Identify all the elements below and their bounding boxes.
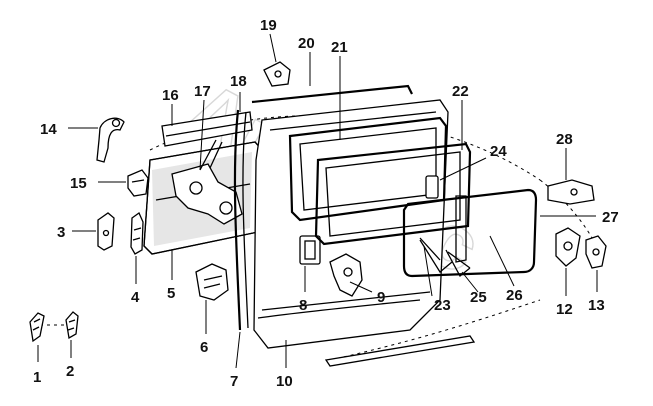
part-8-door-handle — [299, 235, 321, 265]
callout-5: 5 — [167, 285, 175, 302]
callout-12: 12 — [556, 301, 573, 318]
part-25-lift-channel — [445, 249, 471, 277]
part-26-window-glass — [402, 188, 538, 278]
callout-14: 14 — [40, 121, 57, 138]
callout-16: 16 — [162, 87, 179, 104]
callout-4: 4 — [131, 289, 140, 306]
callout-21: 21 — [331, 39, 348, 56]
callout-24: 24 — [490, 143, 507, 160]
callout-9: 9 — [377, 289, 385, 306]
callout-17: 17 — [194, 83, 211, 100]
leader-lines — [37, 33, 598, 369]
callout-26: 26 — [506, 287, 523, 304]
callout-7: 7 — [230, 373, 238, 390]
part-4-hinge — [130, 212, 144, 255]
callout-13: 13 — [588, 297, 605, 314]
part-19-clip — [263, 61, 291, 87]
callout-10: 10 — [276, 373, 293, 390]
part-17-window-regulator — [171, 139, 243, 225]
part-12-lock — [555, 227, 581, 267]
part-20-seal-strip — [251, 84, 413, 104]
part-1-hinge-pin — [29, 312, 45, 343]
callout-18: 18 — [230, 73, 247, 90]
part-28-striker — [547, 179, 595, 205]
bottom-sill-strip — [324, 335, 476, 367]
part-6-lock-bracket — [195, 263, 229, 301]
part-3-hinge — [97, 212, 115, 251]
callout-1: 1 — [33, 369, 41, 386]
part-9-lock-mechanism — [329, 253, 363, 297]
part-14-check-strap — [96, 117, 125, 163]
callout-3: 3 — [57, 224, 65, 241]
part-23-lift-channel — [419, 239, 453, 273]
part-22-glass-channel — [314, 142, 472, 246]
callout-28: 28 — [556, 131, 573, 148]
part-24-guide-rail — [425, 175, 439, 199]
callout-8: 8 — [299, 297, 307, 314]
callout-15: 15 — [70, 175, 87, 192]
callout-22: 22 — [452, 83, 469, 100]
callout-6: 6 — [200, 339, 208, 356]
callout-25: 25 — [470, 289, 487, 306]
part-10-outer-shell — [253, 99, 449, 349]
callout-23: 23 — [434, 297, 451, 314]
callout-27: 27 — [602, 209, 619, 226]
part-2-hinge-pin — [65, 311, 79, 340]
callout-19: 19 — [260, 17, 277, 34]
callout-20: 20 — [298, 35, 315, 52]
callout-2: 2 — [66, 363, 74, 380]
part-13-latch — [585, 235, 607, 269]
part-18-door-frame — [233, 109, 249, 331]
part-15-bracket — [127, 169, 149, 197]
